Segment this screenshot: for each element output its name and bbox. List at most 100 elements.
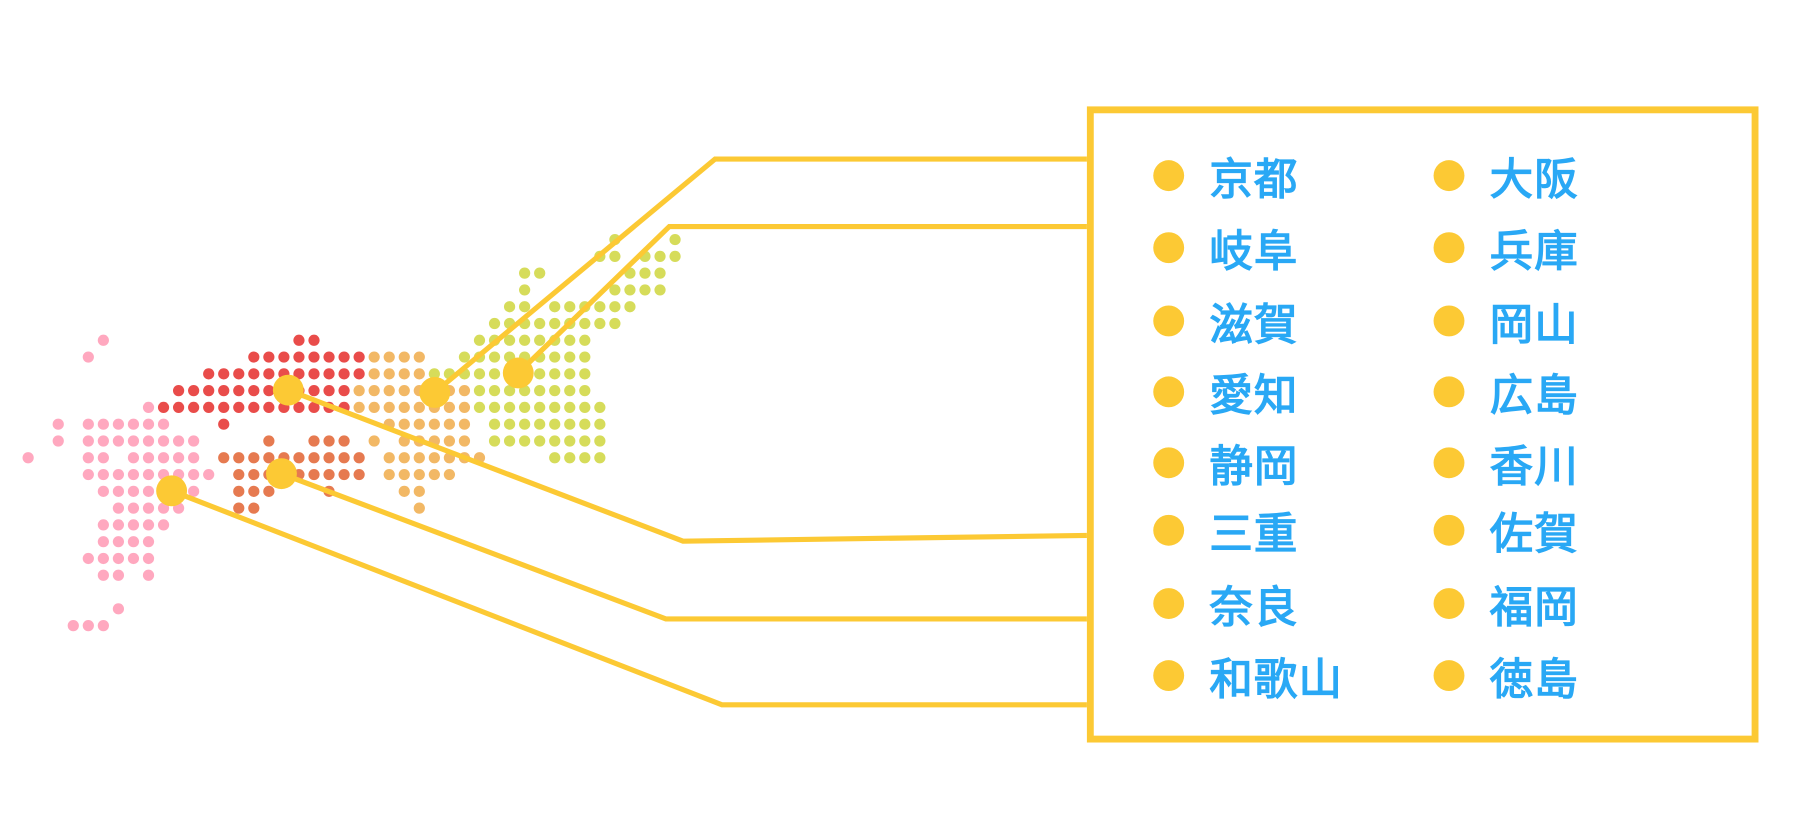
map-dot xyxy=(127,502,140,514)
legend-item: 愛知 xyxy=(1153,363,1298,420)
map-dot xyxy=(308,468,320,481)
map-dot xyxy=(97,552,109,565)
map-dot xyxy=(458,385,471,397)
prefecture-label: 徳島 xyxy=(1489,653,1579,705)
map-dot xyxy=(308,334,320,346)
map-dot xyxy=(338,452,350,464)
prefecture-label: 滋賀 xyxy=(1209,299,1299,350)
map-dot xyxy=(564,334,576,346)
map-dot xyxy=(368,351,380,363)
map-dot xyxy=(398,351,410,363)
map-dot xyxy=(413,418,425,430)
map-dot xyxy=(368,435,380,447)
map-dot xyxy=(112,418,125,430)
map-dot xyxy=(383,401,395,414)
map-dot xyxy=(112,468,125,481)
bullet-dot-icon xyxy=(1153,159,1185,191)
bullet-dot-icon xyxy=(1433,514,1465,546)
map-dot xyxy=(233,401,245,414)
map-dot xyxy=(97,435,109,447)
map-dot xyxy=(458,418,471,430)
map-dot xyxy=(383,385,395,397)
map-dot xyxy=(233,385,245,397)
map-dot xyxy=(594,418,606,430)
prefecture-label: 香川 xyxy=(1489,441,1579,492)
map-dot xyxy=(248,401,260,414)
map-dot xyxy=(368,385,380,397)
leader-line xyxy=(170,488,1087,708)
map-dot xyxy=(293,368,305,380)
prefecture-label: 京都 xyxy=(1209,153,1299,205)
map-dot xyxy=(503,334,516,346)
legend-item: 佐賀 xyxy=(1433,501,1579,559)
map-dot xyxy=(82,418,94,430)
map-dot xyxy=(534,385,546,397)
map-dot xyxy=(82,351,94,363)
map-dot xyxy=(263,368,275,380)
map-dot xyxy=(157,519,170,531)
map-dot xyxy=(203,368,215,380)
map-dot xyxy=(263,401,275,414)
leader-line xyxy=(287,387,1087,544)
map-dot xyxy=(67,619,79,632)
map-dot xyxy=(248,485,260,497)
map-dot xyxy=(398,368,410,380)
map-dot xyxy=(534,418,546,430)
map-dot xyxy=(428,468,440,481)
bullet-dot-icon xyxy=(1153,587,1185,619)
bullet-dot-icon xyxy=(1153,514,1185,546)
legend-item: 広島 xyxy=(1433,363,1579,420)
map-dot xyxy=(142,552,155,565)
map-dot xyxy=(233,452,245,464)
prefecture-label: 愛知 xyxy=(1209,370,1299,421)
map-dot xyxy=(308,368,320,380)
map-dot xyxy=(579,334,591,346)
map-dot xyxy=(142,536,155,548)
map-dot xyxy=(609,317,621,330)
map-dot xyxy=(594,401,606,414)
map-dot xyxy=(263,485,275,497)
map-dot xyxy=(579,385,591,397)
map-dot xyxy=(353,401,365,414)
map-dot xyxy=(398,485,410,497)
map-dot xyxy=(308,452,320,464)
location-marker xyxy=(266,458,297,490)
map-dot xyxy=(443,418,456,430)
map-dot xyxy=(639,267,651,279)
map-dot xyxy=(82,619,94,632)
prefecture-label: 三重 xyxy=(1209,508,1299,559)
map-dot xyxy=(188,435,200,447)
map-dot xyxy=(383,452,395,464)
map-dot xyxy=(458,351,471,363)
map-dot xyxy=(233,485,245,497)
map-dot xyxy=(398,418,410,430)
map-dot xyxy=(127,552,140,565)
map-dot xyxy=(22,452,34,464)
map-dot xyxy=(549,301,561,313)
prefecture-label: 岡山 xyxy=(1489,299,1579,350)
map-dot xyxy=(579,351,591,363)
map-dot xyxy=(112,603,125,615)
map-dot xyxy=(127,468,140,481)
map-dot xyxy=(519,401,531,414)
map-dot xyxy=(203,385,215,397)
map-dot xyxy=(82,452,94,464)
map-dot xyxy=(97,536,109,548)
prefecture-label: 奈良 xyxy=(1209,581,1299,633)
map-dot xyxy=(97,619,109,632)
map-dot xyxy=(654,250,666,262)
map-dot xyxy=(519,418,531,430)
map-dot xyxy=(549,368,561,380)
legend-box xyxy=(1086,106,1759,743)
legend-item: 大阪 xyxy=(1433,146,1579,204)
map-dot xyxy=(157,435,170,447)
map-dot xyxy=(293,334,305,346)
prefecture-label: 大阪 xyxy=(1489,153,1579,205)
map-dot xyxy=(413,468,425,481)
map-dot xyxy=(188,485,200,497)
map-dot xyxy=(142,502,155,514)
map-dot xyxy=(142,468,155,481)
map-dot xyxy=(353,468,365,481)
map-dot xyxy=(534,435,546,447)
